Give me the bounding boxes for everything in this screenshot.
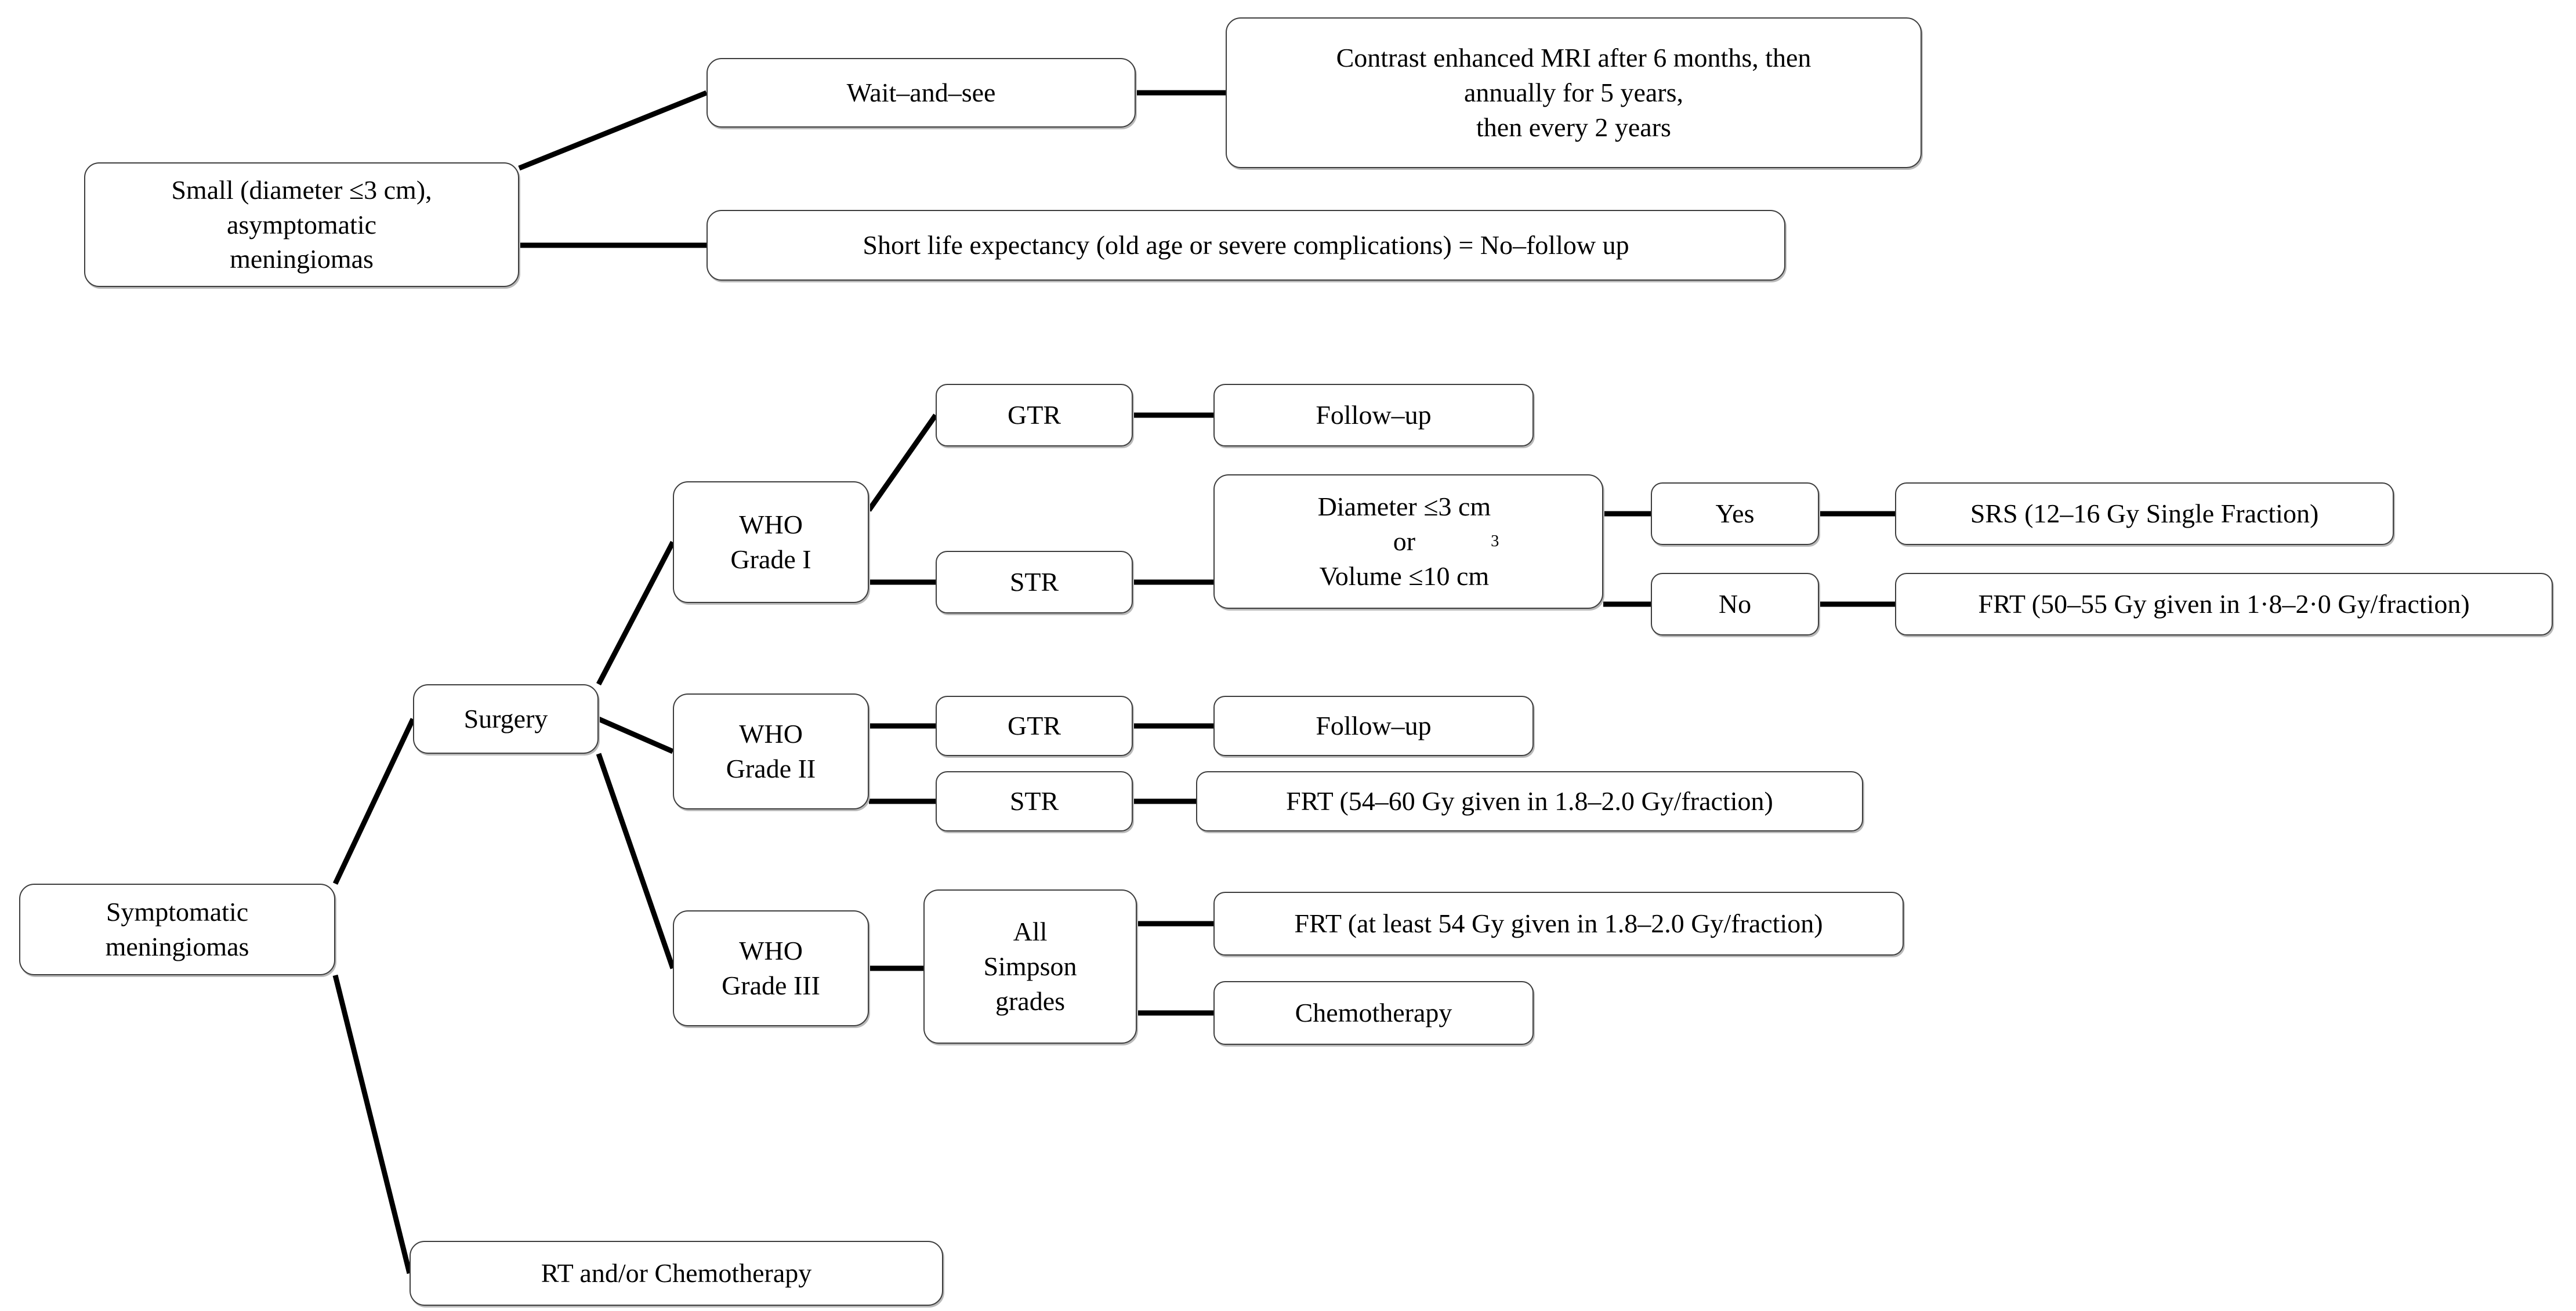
edge-small-to-wait xyxy=(518,90,708,171)
node-surgery[interactable]: Surgery xyxy=(413,684,599,754)
node-frt-dose-grade-3[interactable]: FRT (at least 54 Gy given in 1.8–2.0 Gy/… xyxy=(1213,892,1904,956)
node-symptomatic-meningiomas[interactable]: Symptomatic meningiomas xyxy=(19,884,335,975)
node-no[interactable]: No xyxy=(1651,573,1819,635)
edge-surgery-to-grade1 xyxy=(596,540,675,686)
node-str-grade-1[interactable]: STR xyxy=(936,551,1133,613)
node-all-simpson-grades[interactable]: All Simpson grades xyxy=(923,889,1137,1044)
edge-surgery-to-grade3 xyxy=(596,753,676,969)
node-str-grade-2[interactable]: STR xyxy=(936,771,1133,831)
node-frt-dose-grade-1[interactable]: FRT (50–55 Gy given in 1·8–2·0 Gy/fracti… xyxy=(1895,573,2553,635)
node-rt-and-or-chemotherapy[interactable]: RT and/or Chemotherapy xyxy=(410,1241,943,1306)
node-srs-dose[interactable]: SRS (12–16 Gy Single Fraction) xyxy=(1895,482,2394,545)
edge-grade1-to-gtr xyxy=(867,413,938,512)
node-gtr-grade-2[interactable]: GTR xyxy=(936,696,1133,756)
node-short-life-expectancy-no-follow-up[interactable]: Short life expectancy (old age or severe… xyxy=(707,210,1785,281)
node-wait-and-see[interactable]: Wait–and–see xyxy=(707,58,1136,128)
node-follow-up-grade-1[interactable]: Follow–up xyxy=(1213,384,1534,446)
node-yes[interactable]: Yes xyxy=(1651,482,1819,545)
node-small-asymptomatic-meningiomas[interactable]: Small (diameter ≤3 cm), asymptomatic men… xyxy=(84,162,519,287)
edge-symptomatic-to-rt-chemo xyxy=(332,974,412,1274)
node-who-grade-1[interactable]: WHO Grade I xyxy=(673,481,869,603)
edge-surgery-to-grade2 xyxy=(597,716,674,754)
node-follow-up-grade-2[interactable]: Follow–up xyxy=(1213,696,1534,756)
node-contrast-enhanced-mri-schedule[interactable]: Contrast enhanced MRI after 6 months, th… xyxy=(1226,17,1922,168)
node-chemotherapy[interactable]: Chemotherapy xyxy=(1213,981,1534,1045)
edge-symptomatic-to-surgery xyxy=(332,718,416,885)
node-who-grade-2[interactable]: WHO Grade II xyxy=(673,693,869,809)
node-gtr-grade-1[interactable]: GTR xyxy=(936,384,1133,446)
node-frt-dose-grade-2[interactable]: FRT (54–60 Gy given in 1.8–2.0 Gy/fracti… xyxy=(1196,771,1863,831)
node-who-grade-3[interactable]: WHO Grade III xyxy=(673,910,869,1026)
